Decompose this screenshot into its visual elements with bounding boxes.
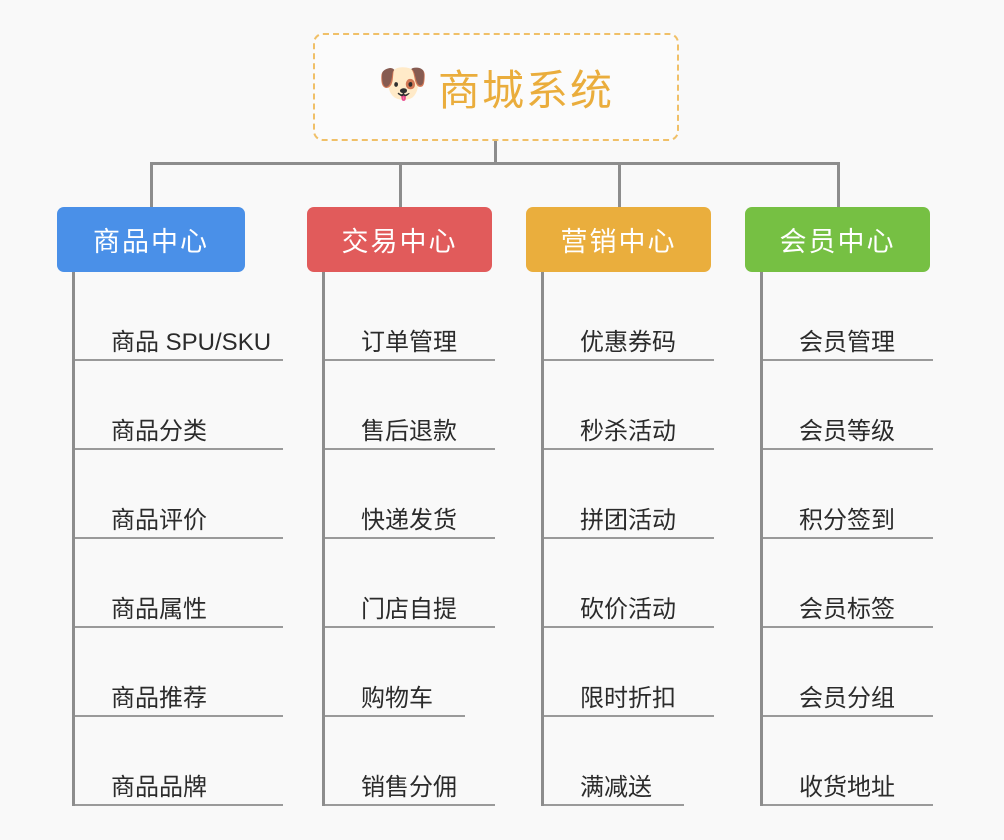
branch-member-center: 会员中心 会员管理 会员等级 积分签到 会员标签 会员分组 收货地址: [745, 207, 933, 806]
leaf-label: 订单管理: [361, 329, 457, 357]
leaf-label: 商品 SPU/SKU: [111, 329, 272, 357]
branch-head-label: 商品中心: [93, 227, 209, 257]
leaf-item[interactable]: 秒杀活动: [544, 361, 714, 450]
root-node-label: 商城系统: [437, 66, 614, 114]
leaf-label: 快递发货: [361, 507, 457, 535]
branch-head-label: 营销中心: [560, 227, 677, 257]
branch-head-label: 交易中心: [341, 227, 458, 257]
leaf-label: 商品品牌: [111, 774, 207, 802]
connector-drop-marketing-center: [618, 162, 621, 208]
leaf-item[interactable]: 商品品牌: [75, 717, 283, 806]
branch-product-center: 商品中心 商品 SPU/SKU 商品分类 商品评价 商品属性 商品推荐 商品品牌: [57, 207, 283, 806]
connector-drop-product-center: [150, 162, 153, 208]
leaf-label: 商品分类: [111, 418, 207, 446]
leaf-item[interactable]: 积分签到: [763, 450, 933, 539]
leaf-label: 购物车: [361, 685, 433, 713]
leaf-stack-member-center: 会员管理 会员等级 积分签到 会员标签 会员分组 收货地址: [760, 272, 933, 806]
leaf-label: 优惠券码: [580, 329, 676, 357]
leaf-label: 积分签到: [799, 507, 895, 535]
leaf-label: 满减送: [580, 774, 652, 802]
leaf-label: 商品推荐: [111, 685, 207, 713]
leaf-label: 会员标签: [799, 596, 895, 624]
leaf-item[interactable]: 商品推荐: [75, 628, 283, 717]
leaf-item[interactable]: 门店自提: [325, 539, 495, 628]
leaf-label: 销售分佣: [361, 774, 457, 802]
branch-marketing-center: 营销中心 优惠券码 秒杀活动 拼团活动 砍价活动 限时折扣 满减送: [526, 207, 714, 806]
leaf-item[interactable]: 满减送: [544, 717, 684, 806]
branch-head-member-center[interactable]: 会员中心: [745, 207, 930, 272]
leaf-label: 售后退款: [361, 418, 457, 446]
leaf-label: 门店自提: [361, 596, 457, 624]
leaf-item[interactable]: 销售分佣: [325, 717, 495, 806]
leaf-label: 会员管理: [799, 329, 895, 357]
leaf-label: 商品评价: [111, 507, 207, 535]
leaf-label: 拼团活动: [580, 507, 676, 535]
leaf-item[interactable]: 砍价活动: [544, 539, 714, 628]
leaf-stack-product-center: 商品 SPU/SKU 商品分类 商品评价 商品属性 商品推荐 商品品牌: [72, 272, 283, 806]
leaf-item[interactable]: 会员管理: [763, 272, 933, 361]
connector-spine: [150, 162, 840, 165]
leaf-label: 收货地址: [799, 774, 895, 802]
leaf-item[interactable]: 限时折扣: [544, 628, 714, 717]
leaf-item[interactable]: 购物车: [325, 628, 465, 717]
branch-head-product-center[interactable]: 商品中心: [57, 207, 245, 272]
leaf-item[interactable]: 会员分组: [763, 628, 933, 717]
leaf-item[interactable]: 商品评价: [75, 450, 283, 539]
leaf-label: 会员分组: [799, 685, 895, 713]
root-node-shop-system[interactable]: 🐶 商城系统: [313, 33, 679, 141]
leaf-item[interactable]: 商品 SPU/SKU: [75, 272, 283, 361]
leaf-item[interactable]: 会员标签: [763, 539, 933, 628]
leaf-item[interactable]: 订单管理: [325, 272, 495, 361]
leaf-label: 秒杀活动: [580, 418, 676, 446]
branch-head-marketing-center[interactable]: 营销中心: [526, 207, 711, 272]
connector-drop-member-center: [837, 162, 840, 208]
leaf-item[interactable]: 快递发货: [325, 450, 495, 539]
branch-head-trade-center[interactable]: 交易中心: [307, 207, 492, 272]
leaf-item[interactable]: 拼团活动: [544, 450, 714, 539]
leaf-label: 会员等级: [799, 418, 895, 446]
leaf-item[interactable]: 售后退款: [325, 361, 495, 450]
leaf-label: 商品属性: [111, 596, 207, 624]
connector-root-stem: [494, 141, 497, 164]
leaf-label: 限时折扣: [580, 685, 676, 713]
leaf-item[interactable]: 商品属性: [75, 539, 283, 628]
leaf-item[interactable]: 收货地址: [763, 717, 933, 806]
leaf-label: 砍价活动: [580, 596, 676, 624]
leaf-item[interactable]: 会员等级: [763, 361, 933, 450]
branch-head-label: 会员中心: [779, 227, 896, 257]
connector-drop-trade-center: [399, 162, 402, 208]
branch-trade-center: 交易中心 订单管理 售后退款 快递发货 门店自提 购物车 销售分佣: [307, 207, 495, 806]
dog-face-icon: 🐶: [377, 62, 428, 106]
leaf-item[interactable]: 商品分类: [75, 361, 283, 450]
leaf-item[interactable]: 优惠券码: [544, 272, 714, 361]
leaf-stack-trade-center: 订单管理 售后退款 快递发货 门店自提 购物车 销售分佣: [322, 272, 495, 806]
leaf-stack-marketing-center: 优惠券码 秒杀活动 拼团活动 砍价活动 限时折扣 满减送: [541, 272, 714, 806]
